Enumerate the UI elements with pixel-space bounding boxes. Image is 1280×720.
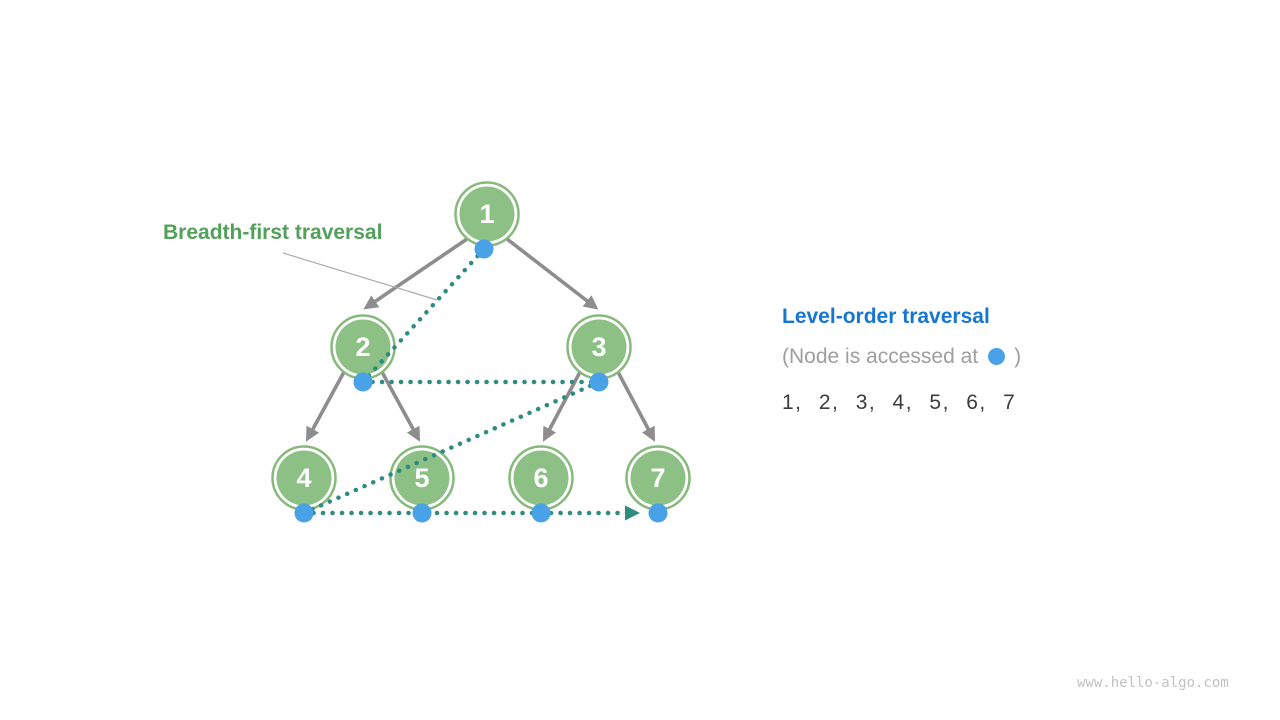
access-dots <box>294 239 668 523</box>
node-body <box>276 450 332 506</box>
access-dot-node-6 <box>531 503 551 523</box>
tree-nodes: 1 2 3 4 5 <box>271 181 691 511</box>
edge-1-3 <box>505 237 599 310</box>
legend-panel: Level-order traversal (Node is accessed … <box>782 305 1021 415</box>
access-dot-node-3 <box>589 372 609 392</box>
traversal-segment-1-2 <box>360 246 487 385</box>
label-pointer-line <box>282 252 438 301</box>
legend-note-prefix: (Node is accessed at <box>782 345 979 368</box>
tree-node-5: 5 <box>389 445 455 511</box>
node-body <box>513 450 569 506</box>
access-dot-node-5 <box>412 503 432 523</box>
tree-edges <box>305 237 656 442</box>
node-body <box>335 319 391 375</box>
access-dot-node-7 <box>648 503 668 523</box>
node-body <box>459 186 515 242</box>
breadth-first-traversal-label: Breadth-first traversal <box>163 221 383 244</box>
node-body <box>630 450 686 506</box>
tree-node-1: 1 <box>454 181 520 247</box>
access-dot-node-2 <box>353 372 373 392</box>
tree-node-6: 6 <box>508 445 574 511</box>
access-dot-node-4 <box>294 503 314 523</box>
traversal-sequence: 1, 2, 3, 4, 5, 6, 7 <box>782 391 1017 414</box>
tree-node-7: 7 <box>625 445 691 511</box>
node-label: 7 <box>650 463 665 493</box>
node-label: 2 <box>355 332 370 362</box>
access-dot-icon <box>988 348 1006 365</box>
legend-note: (Node is accessed at ) <box>782 344 1021 369</box>
node-body <box>571 319 627 375</box>
traversal-path <box>301 246 641 521</box>
node-label: 5 <box>414 463 429 493</box>
legend-title: Level-order traversal <box>782 305 990 328</box>
node-label: 6 <box>533 463 548 493</box>
watermark: www.hello-algo.com <box>1077 675 1229 691</box>
node-label: 3 <box>591 332 606 362</box>
edge-3-6 <box>542 371 582 442</box>
access-dot-node-1 <box>474 239 494 259</box>
tree-node-4: 4 <box>271 445 337 511</box>
node-label: 1 <box>479 199 494 229</box>
tree-node-3: 3 <box>566 314 632 380</box>
edge-1-2 <box>363 237 469 310</box>
traversal-segment-3-4 <box>301 379 602 516</box>
node-body <box>394 450 450 506</box>
tree-node-2: 2 <box>330 314 396 380</box>
edge-3-7 <box>616 371 656 442</box>
legend-note-suffix: ) <box>1014 345 1022 368</box>
node-label: 4 <box>296 463 311 493</box>
edge-2-5 <box>380 371 421 442</box>
edge-2-4 <box>305 371 346 442</box>
